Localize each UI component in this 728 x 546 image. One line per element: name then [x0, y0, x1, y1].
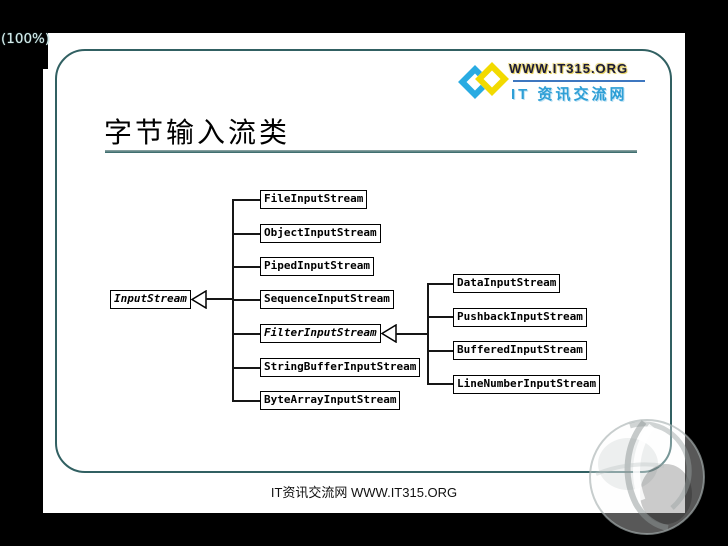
branch-line [428, 316, 453, 318]
class-box: PushbackInputStream [453, 308, 587, 327]
class-box-filterinputstream: FilterInputStream [260, 324, 381, 343]
branch-line [233, 400, 260, 402]
branch-line [233, 266, 260, 268]
connector-line [206, 298, 233, 300]
branch-line [233, 333, 260, 335]
zoom-level-indicator: (100%) [1, 31, 51, 47]
slide-border-frame [55, 49, 672, 473]
class-box: BufferedInputStream [453, 341, 587, 360]
connector-line [396, 333, 428, 335]
class-box: PipedInputStream [260, 257, 374, 276]
slide-title: 字节输入流类 [104, 116, 291, 149]
class-box: FileInputStream [260, 190, 368, 209]
inheritance-arrow-icon [191, 290, 207, 309]
branch-line [428, 283, 453, 285]
class-box: DataInputStream [453, 274, 561, 293]
class-box: StringBufferInputStream [260, 358, 421, 377]
branch-line [428, 383, 453, 385]
class-box: ObjectInputStream [260, 224, 381, 243]
class-box-inputstream: InputStream [110, 290, 191, 309]
branch-line [428, 350, 453, 352]
logo-site-text: WWW.IT315.ORG [509, 61, 629, 76]
branch-line [233, 199, 260, 201]
branch-line [233, 233, 260, 235]
inheritance-arrow-icon [381, 324, 397, 343]
class-box: ByteArrayInputStream [260, 391, 401, 410]
trunk-line-right [427, 283, 429, 385]
branch-line [233, 299, 260, 301]
title-underline [105, 150, 637, 153]
class-box: LineNumberInputStream [453, 375, 601, 394]
logo-tagline: IT 资讯交流网 [511, 86, 628, 103]
watermark-globe-icon [589, 419, 705, 535]
slide: WWW.IT315.ORG IT 资讯交流网 字节输入流类 InputStrea… [43, 33, 685, 513]
slide-footer: IT资讯交流网 WWW.IT315.ORG [270, 485, 458, 500]
logo-underline [513, 80, 645, 82]
zoom-indicator-backdrop [0, 31, 48, 69]
branch-line [233, 367, 260, 369]
class-box: SequenceInputStream [260, 290, 394, 309]
